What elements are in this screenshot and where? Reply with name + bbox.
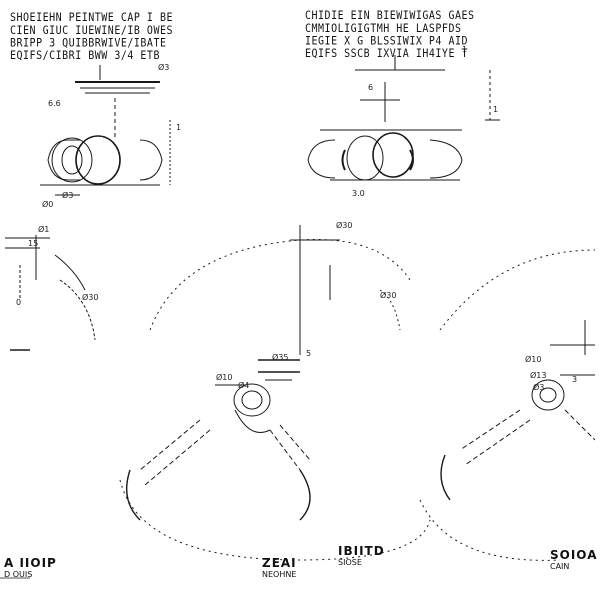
dim-ml-a: Ø1: [38, 224, 49, 234]
middle-left-detail-view: [5, 235, 96, 351]
header-left-line: BRIPP 3 QUIBBRWIVE/IBATE: [10, 37, 167, 50]
header-right-line: IEGIE X G BLSSIWIX P4 AID: [305, 35, 469, 48]
logo-1-sub: D OUIS: [4, 570, 33, 579]
dim-tl-bottom-b: Ø0: [42, 199, 53, 209]
dim-tl-height: 1: [176, 123, 181, 132]
dim-mc-top: Ø30: [336, 220, 352, 230]
logo-3-sub: SIOSE: [338, 558, 362, 567]
dim-tr-right: 1: [493, 105, 498, 114]
dim-ml-d: 0: [16, 298, 21, 307]
logo-1-main: A IIOIP: [4, 556, 57, 570]
dim-mr-d: 3: [572, 375, 577, 384]
logo-4-main: SOIOA: [550, 548, 598, 562]
logo-3-main: IBIITD: [338, 544, 385, 558]
dim-mr-a: Ø10: [525, 354, 541, 364]
dim-tr-bottom: 3.0: [352, 189, 365, 198]
dim-mc-right: Ø30: [380, 290, 396, 300]
header-left-line: SHOEIEHN PEINTWE CAP I BE: [10, 12, 174, 25]
dim-mc-mid: Ø35: [272, 352, 288, 362]
top-right-part-view: [307, 55, 500, 181]
dim-tr-top: 1: [462, 45, 467, 54]
dim-ml-c: Ø30: [82, 292, 98, 302]
top-left-part-view: [40, 65, 171, 196]
header-left-line: CIEN GIUC IUEWINE/IB OWES: [10, 24, 174, 38]
header-right-line: CMMIOLIGIGTMH HE LASPFDS: [305, 22, 462, 36]
header-right-line: CHIDIE EIN BIEWIWIGAS GAES: [305, 10, 475, 23]
header-left-line: EQIFS/CIBRI BWW 3/4 ETB: [10, 49, 160, 63]
header-right-line: EQIFS SSCB IXVIA IH4IYE T: [305, 47, 469, 61]
dim-mr-b: Ø13: [530, 370, 546, 380]
logo-2-main: ZEAI: [262, 556, 297, 570]
dim-mc-left: Ø10: [216, 372, 232, 382]
logo-2-sub: NEOHNE: [262, 570, 297, 579]
logo-4-sub: CAIN: [550, 562, 570, 571]
dim-tr-side: 6: [368, 83, 373, 92]
right-assembly-view: [419, 249, 596, 561]
logo-4: SOIOA CAIN: [550, 548, 597, 571]
dim-tl-top: Ø3: [158, 62, 169, 72]
header-right: CHIDIE EIN BIEWIWIGAS GAES CMMIOLIGIGTMH…: [305, 10, 475, 61]
dim-mc-side: 5: [306, 349, 311, 358]
dim-ml-b: 15: [28, 239, 38, 248]
dim-tl-bottom-a: Ø3: [62, 190, 73, 200]
header-left: SHOEIEHN PEINTWE CAP I BE CIEN GIUC IUEW…: [10, 12, 173, 63]
dim-tl-side: 6.6: [48, 99, 61, 108]
dimension-labels: Ø3 6.6 1 Ø3 Ø0 1 6 1 3.0 Ø1 15 Ø30 0 Ø30…: [16, 45, 577, 392]
logo-1: A IIOIP D OUIS: [4, 556, 57, 579]
dim-mc-small: Ø4: [238, 380, 249, 390]
logo-3: IBIITD SIOSE: [338, 544, 385, 567]
logo-2: ZEAI NEOHNE: [262, 556, 297, 579]
center-assembly-view: [119, 225, 431, 561]
dim-mr-c: Ø3: [533, 382, 544, 392]
